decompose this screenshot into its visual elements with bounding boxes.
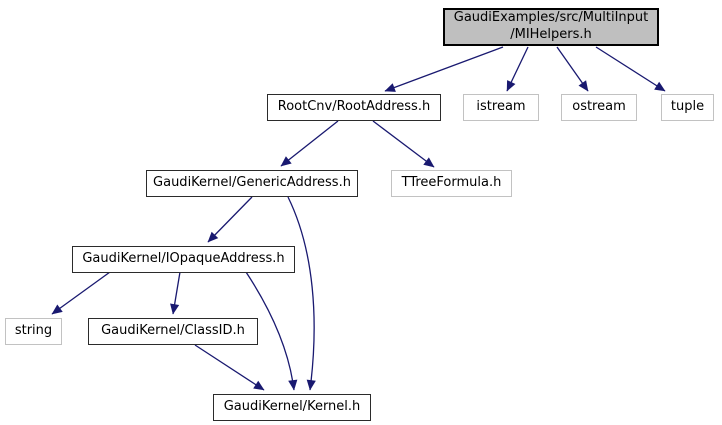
edge-iopaqueaddress-kernel [245,271,298,391]
edge-rootaddress-genericaddress [280,120,339,167]
edge-rootaddress-ttreeformula [372,120,435,168]
edge-iopaqueaddress-string [51,271,111,315]
node-ttreeformula: TTreeFormula.h [391,170,512,197]
node-mihelpers-line2: /MIHelpers.h [510,27,592,42]
edge-mihelpers-ostream [556,46,589,92]
node-istream: istream [463,94,539,121]
edge-classid-kernel [194,344,265,391]
node-mihelpers: GaudiExamples/src/MultiInput /MIHelpers.… [443,8,659,46]
node-classid[interactable]: GaudiKernel/ClassID.h [88,318,258,345]
node-ostream: ostream [561,94,637,121]
edge-mihelpers-tuple [595,46,666,92]
edge-genericaddress-iopaqueaddress [207,196,253,243]
edge-iopaqueaddress-classid [170,271,181,315]
edge-genericaddress-kernel [287,196,316,391]
edge-mihelpers-istream [506,46,529,92]
node-mihelpers-line1: GaudiExamples/src/MultiInput [453,10,649,26]
node-tuple: tuple [661,94,714,121]
node-rootaddress[interactable]: RootCnv/RootAddress.h [267,94,441,121]
node-genericaddress[interactable]: GaudiKernel/GenericAddress.h [146,170,358,197]
node-kernel[interactable]: GaudiKernel/Kernel.h [213,394,371,421]
node-string: string [5,318,62,345]
edge-mihelpers-rootaddress [384,46,504,92]
node-iopaqueaddress[interactable]: GaudiKernel/IOpaqueAddress.h [72,246,295,273]
